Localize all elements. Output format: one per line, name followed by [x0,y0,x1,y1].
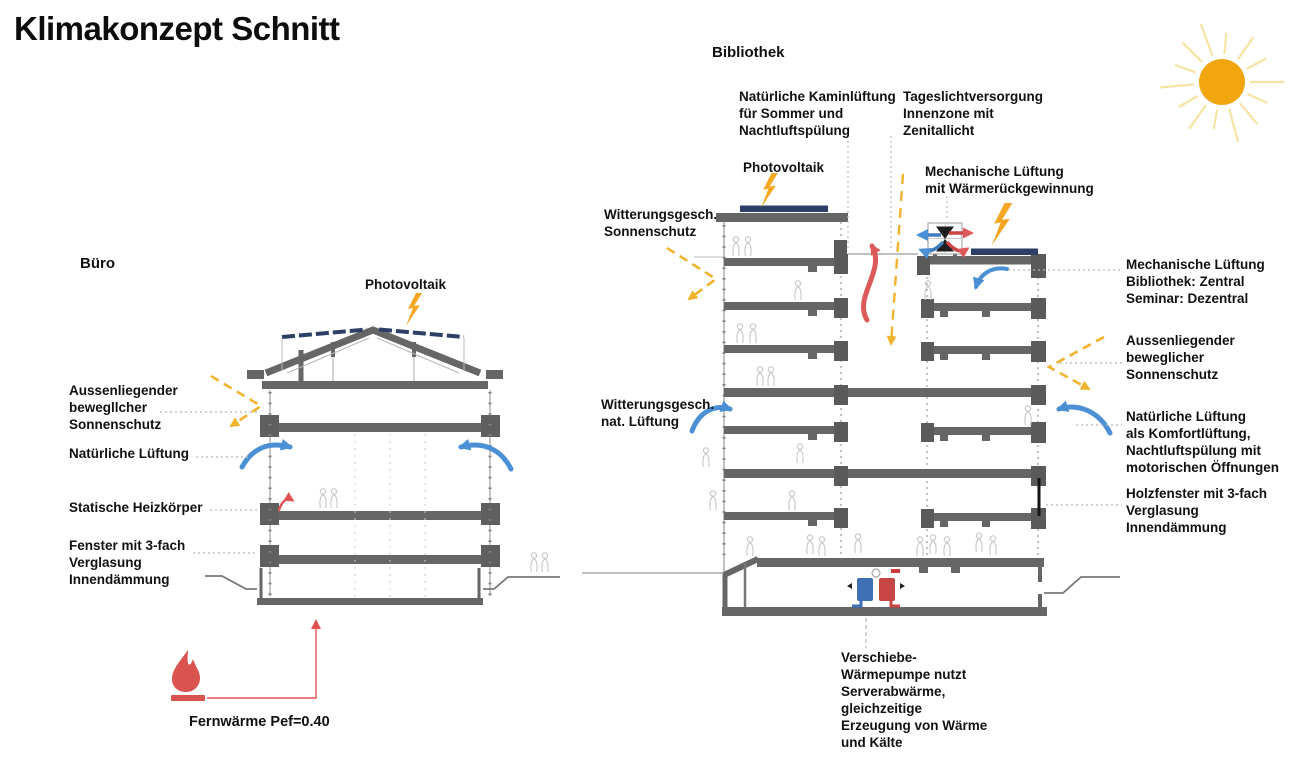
full-width-slabs [724,385,1046,486]
window-mullions [269,390,491,596]
leader-lines-right [847,136,1122,506]
label-sonnenschutz-bibliothek: Aussenliegender beweglicher Sonnenschutz [1126,333,1235,382]
natural-ventilation-arrow-facade-right [1056,400,1113,436]
library-building-section [582,136,1122,648]
label-witterung-nat-lueftung: Witterungsgesch. nat. Lüftung [601,397,715,429]
ground-line-right [1044,576,1120,594]
label-natuerliche-komfort: Natürliche Lüftung als Komfortlüftung, N… [1126,409,1279,475]
section-label-bibliothek: Bibliothek [712,44,785,61]
sun-protection-arrow-left [666,246,719,301]
district-heating-arrow [207,619,321,699]
office-building-section [160,293,560,701]
section-label-buero: Büro [80,255,115,272]
natural-ventilation-arrow-left [239,438,293,470]
sun-protection-arrow-right [1046,335,1105,391]
heat-recovery-ventilation-icon [916,222,974,260]
label-fenster-3fach: Fenster mit 3-fach Verglasung Innendämmu… [69,538,186,587]
label-mechanische-lueftung-wrg: Mechanische Lüftung mit Wärmerückgewinnu… [925,164,1094,196]
pv-lightning-icon-2 [761,173,778,208]
label-kaminlueftung: Natürliche Kaminlüftung für Sommer und N… [739,89,896,138]
label-witterung-sonnenschutz: Witterungsgesch. Sonnenschutz [604,207,718,239]
label-photovoltaik-buero: Photovoltaik [365,277,447,292]
pv-panel-left-tower [740,205,828,212]
label-holzfenster: Holzfenster mit 3-fach Verglasung Innend… [1126,486,1268,535]
natural-ventilation-arrow-right [458,438,514,472]
sun-protection-arrow [210,374,264,428]
chimney-airflow-arrow [860,243,881,323]
heat-pump-icon [847,568,905,608]
label-fernwaerme: Fernwärme Pef=0.40 [189,714,330,730]
label-tageslichtversorgung: Tageslichtversorgung Innenzone mit Zenit… [903,89,1044,138]
pv-lightning-icon [406,293,422,326]
right-tower-slabs [921,298,1046,529]
radiator-heat-arrow [277,492,295,512]
floor-slabs [260,415,500,567]
label-natuerliche-lueftung: Natürliche Lüftung [69,446,189,461]
daylight-arrow [886,173,905,346]
pv-lightning-icon-3 [991,203,1013,246]
leader-lines [160,411,260,554]
sun-icon [1160,23,1284,143]
basement-structure [722,556,1047,616]
label-sonnenschutz-buero: Aussenliegender bewegllcher Sonnenschutz [69,383,178,432]
ground-line [205,575,560,590]
left-tower-slabs [724,254,848,528]
district-heating-flame-icon [171,650,205,701]
page-title: Klimakonzept Schnitt [14,10,340,47]
label-waermepumpe: Verschiebe- Wärmepumpe nutzt Serverabwär… [841,650,988,750]
label-statische-heizkoerper: Statische Heizkörper [69,500,203,515]
mechanical-supply-arrow [972,266,1009,290]
natural-ventilation-arrow-facade-left [689,400,733,434]
label-photovoltaik-bibliothek: Photovoltaik [743,160,825,175]
pv-panel-right-tower [971,248,1038,255]
roof-structure [264,326,482,381]
label-mech-lueftung-zentral: Mechanische Lüftung Bibliothek: Zentral … [1126,257,1265,306]
pv-panel-roof [281,327,465,371]
